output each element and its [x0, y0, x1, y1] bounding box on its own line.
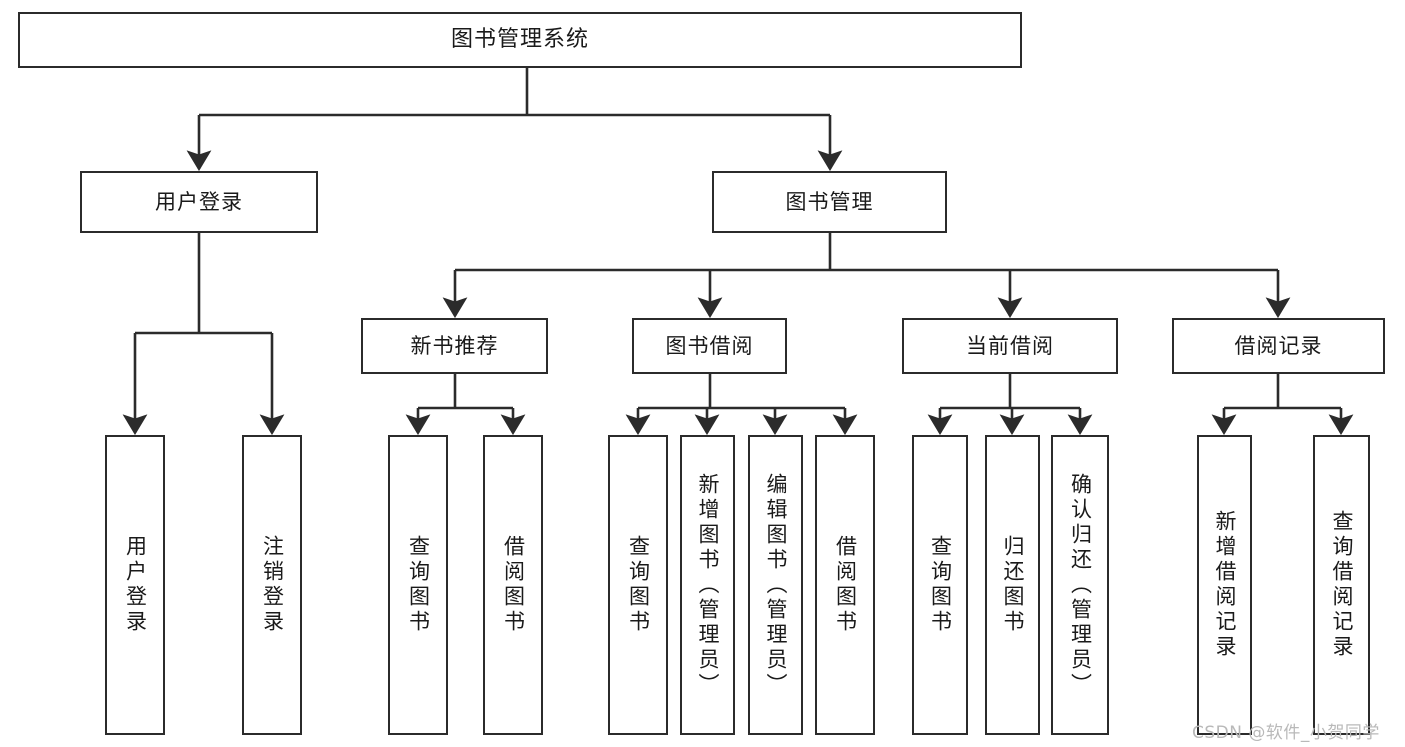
node-leaf-query-record[interactable]: 查询借阅记录 — [1313, 435, 1370, 735]
node-leaf-logout-label: 注销登录 — [260, 535, 285, 635]
node-leaf-query-book-3[interactable]: 查询图书 — [912, 435, 968, 735]
node-leaf-user-login-label: 用户登录 — [123, 535, 148, 635]
node-leaf-borrow-book-1[interactable]: 借阅图书 — [483, 435, 543, 735]
node-user-login[interactable]: 用户登录 — [80, 171, 318, 233]
node-current-borrow[interactable]: 当前借阅 — [902, 318, 1118, 374]
watermark: CSDN @软件_小贺同学 — [1192, 723, 1380, 743]
node-root[interactable]: 图书管理系统 — [18, 12, 1022, 68]
node-book-borrow[interactable]: 图书借阅 — [632, 318, 787, 374]
node-book-manage-label: 图书管理 — [785, 189, 874, 214]
node-book-borrow-label: 图书借阅 — [665, 333, 754, 358]
node-leaf-borrow-book-2[interactable]: 借阅图书 — [815, 435, 875, 735]
node-current-borrow-label: 当前借阅 — [966, 333, 1054, 358]
node-leaf-edit-book-label: 编辑图书（管理员） — [764, 472, 788, 698]
node-leaf-return-book-label: 归还图书 — [1001, 535, 1025, 635]
node-leaf-confirm-return-label: 确认归还（管理员） — [1068, 472, 1093, 698]
node-leaf-query-book-2[interactable]: 查询图书 — [608, 435, 668, 735]
node-leaf-add-book[interactable]: 新增图书（管理员） — [680, 435, 735, 735]
node-leaf-add-record-label: 新增借阅记录 — [1213, 510, 1237, 660]
node-leaf-add-record[interactable]: 新增借阅记录 — [1197, 435, 1252, 735]
node-book-manage[interactable]: 图书管理 — [712, 171, 947, 233]
node-borrow-record-label: 借阅记录 — [1234, 333, 1323, 358]
node-leaf-query-record-label: 查询借阅记录 — [1330, 510, 1354, 660]
node-leaf-query-book-1-label: 查询图书 — [406, 535, 431, 635]
node-leaf-borrow-book-1-label: 借阅图书 — [501, 535, 526, 635]
node-leaf-query-book-3-label: 查询图书 — [928, 535, 953, 635]
node-leaf-confirm-return[interactable]: 确认归还（管理员） — [1051, 435, 1109, 735]
node-borrow-record[interactable]: 借阅记录 — [1172, 318, 1385, 374]
node-leaf-add-book-label: 新增图书（管理员） — [696, 472, 720, 698]
node-leaf-user-login[interactable]: 用户登录 — [105, 435, 165, 735]
node-new-book-recommend-label: 新书推荐 — [410, 333, 499, 358]
node-user-login-label: 用户登录 — [155, 189, 243, 214]
node-leaf-logout[interactable]: 注销登录 — [242, 435, 302, 735]
node-leaf-return-book[interactable]: 归还图书 — [985, 435, 1040, 735]
node-leaf-query-book-1[interactable]: 查询图书 — [388, 435, 448, 735]
node-leaf-borrow-book-2-label: 借阅图书 — [833, 535, 858, 635]
node-new-book-recommend[interactable]: 新书推荐 — [361, 318, 548, 374]
node-root-label: 图书管理系统 — [450, 27, 589, 53]
node-leaf-edit-book[interactable]: 编辑图书（管理员） — [748, 435, 803, 735]
node-leaf-query-book-2-label: 查询图书 — [626, 535, 651, 635]
